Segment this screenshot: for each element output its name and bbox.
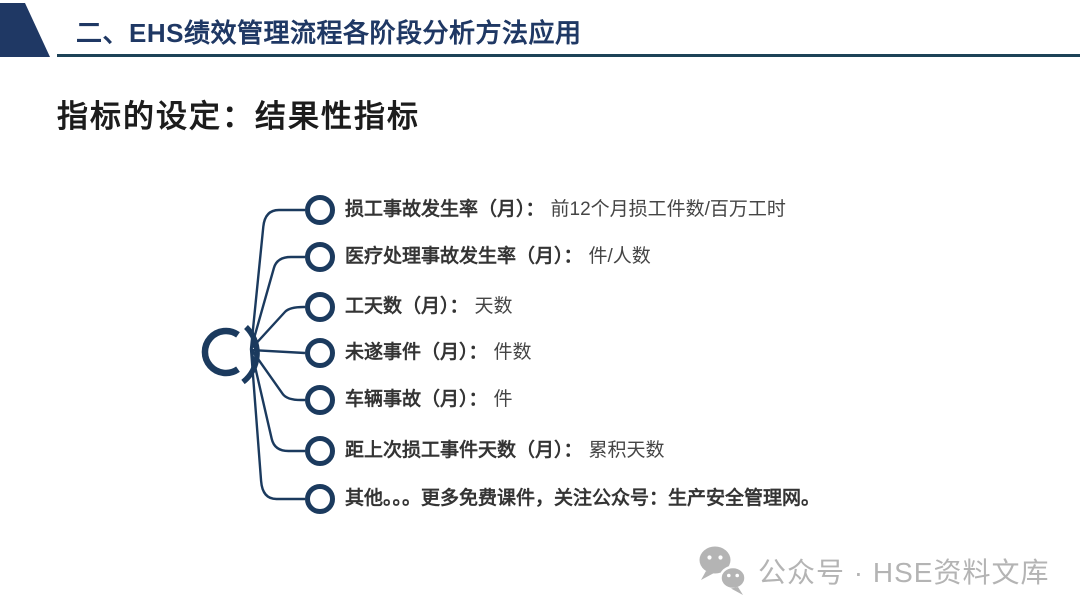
- ring-circle-icon: [305, 484, 335, 514]
- ring-circle-icons: [305, 195, 335, 514]
- item-value: 件/人数: [588, 246, 651, 267]
- wechat-icon: [699, 546, 747, 595]
- item-label: 未遂事件（月）：: [345, 342, 488, 363]
- ring-circle-icon: [305, 195, 335, 225]
- ring-circle-icon: [305, 436, 335, 466]
- item-label: 其他。。。更多免费课件，关注公众号：生产安全管理网。: [345, 488, 821, 509]
- header-bar: 二、EHS绩效管理流程各阶段分析方法应用: [0, 0, 1080, 62]
- watermark: 公众号 · HSE资料文库: [698, 545, 1049, 597]
- item-label: 损工事故发生率（月）：: [345, 199, 545, 220]
- ring-circle-icon: [305, 242, 335, 272]
- list-item: 其他。。。更多免费课件，关注公众号：生产安全管理网。: [345, 484, 826, 514]
- cycle-arcs-icon: [201, 325, 260, 385]
- item-value: 件数: [493, 342, 532, 363]
- watermark-text: 公众号 · HSE资料文库: [758, 557, 1050, 588]
- list-item: 医疗处理事故发生率（月）：件/人数: [345, 242, 651, 272]
- item-label: 距上次损工事件天数（月）：: [345, 440, 583, 461]
- item-label: 工天数（月）：: [345, 296, 469, 317]
- item-value: 累积天数: [588, 440, 665, 461]
- page-title: 二、EHS绩效管理流程各阶段分析方法应用: [76, 18, 582, 48]
- item-label: 医疗处理事故发生率（月）：: [345, 246, 583, 267]
- item-value: 件: [493, 389, 513, 410]
- list-item: 未遂事件（月）：件数: [345, 338, 532, 368]
- header-underline: [57, 54, 1080, 57]
- list-item: 损工事故发生率（月）：前12个月损工件数/百万工时: [345, 195, 786, 225]
- ring-circle-icon: [305, 385, 335, 415]
- ring-circle-icon: [305, 292, 335, 322]
- item-value: 天数: [474, 296, 513, 317]
- list-item: 距上次损工事件天数（月）：累积天数: [345, 436, 665, 466]
- list-item: 工天数（月）：天数: [345, 292, 513, 322]
- connector-lines: [249, 208, 306, 501]
- header-accent-shape: [0, 3, 50, 57]
- section-subtitle: 指标的设定：结果性指标: [57, 99, 420, 134]
- item-value: 前12个月损工件数/百万工时: [550, 199, 786, 220]
- item-label: 车辆事故（月）：: [345, 389, 488, 410]
- ring-circle-icon: [305, 338, 335, 368]
- list-item: 车辆事故（月）：件: [345, 385, 513, 415]
